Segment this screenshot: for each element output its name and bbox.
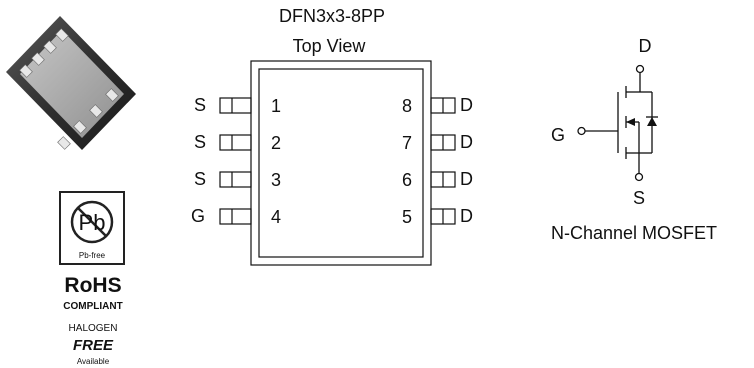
rohs-label: RoHS [64,274,121,297]
pin-3-number: 3 [271,170,281,190]
body-diode [647,117,657,126]
package-name: DFN3x3-8PP [279,6,385,26]
pin-7: 7 D [402,132,473,153]
pb-symbol-text: Pb [79,210,106,235]
mosfet-symbol [577,64,658,182]
pin-4: G 4 [191,206,281,227]
pb-free-badge: Pb Pb-free [59,191,125,265]
pin-5-name: D [460,206,473,226]
mosfet-caption: N-Channel MOSFET [551,223,717,243]
drain-label: D [639,36,652,56]
pin-4-pad [219,208,252,225]
compliant-label: COMPLIANT [63,301,122,312]
package-photo [6,16,136,150]
package-outline [250,60,432,266]
pin-1: S 1 [194,95,281,116]
pin-8: 8 D [402,95,473,116]
pin-1-pad [219,97,252,114]
channel-arrow [626,118,635,126]
pin-6-number: 6 [402,170,412,190]
pin-3: S 3 [194,169,281,190]
pin-7-number: 7 [402,133,412,153]
pin-2-number: 2 [271,133,281,153]
available-label: Available [77,357,110,366]
pin-1-number: 1 [271,96,281,116]
source-label: S [633,188,645,208]
pin-4-name: G [191,206,205,226]
pin-6: 6 D [402,169,473,190]
pin-4-number: 4 [271,207,281,227]
pin-5: 5 D [402,206,473,227]
pin-5-number: 5 [402,207,412,227]
pin-2-pad [219,134,252,151]
pin-8-name: D [460,95,473,115]
pin-6-name: D [460,169,473,189]
pin-7-name: D [460,132,473,152]
gate-label: G [551,125,565,145]
pin-3-name: S [194,169,206,189]
pin-3-pad [219,171,252,188]
free-label: FREE [73,337,114,354]
source-terminal [634,172,644,182]
halogen-label: HALOGEN [69,323,118,334]
package-view: Top View [293,36,367,56]
gate-terminal [577,126,586,136]
pin-2: S 2 [194,132,281,153]
drain-terminal [635,64,645,74]
pb-free-text: Pb-free [79,251,106,260]
pin-8-number: 8 [402,96,412,116]
pin-1-name: S [194,95,206,115]
pin-2-name: S [194,132,206,152]
